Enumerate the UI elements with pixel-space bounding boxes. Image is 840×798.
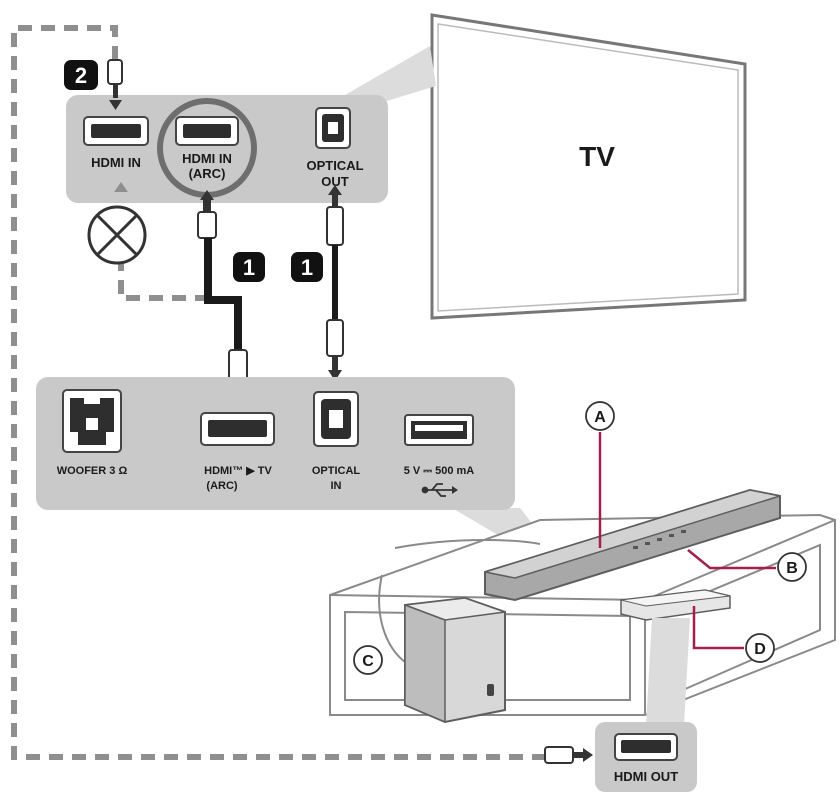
subwoofer [404, 596, 506, 724]
hdmi-out-label: HDMI OUT [614, 769, 678, 784]
svg-text:B: B [786, 560, 798, 577]
svg-text:1: 1 [243, 255, 255, 280]
hdmi-tv-label-2: (ARC) [206, 480, 237, 492]
callout-d: D [745, 633, 775, 663]
tv-hdmi-arc-label-2: (ARC) [189, 166, 226, 181]
external-device [620, 589, 731, 621]
tv-port-panel: HDMI IN HDMI IN (ARC) OPTICAL OUT [66, 95, 388, 203]
tv-hdmi-arc-port [175, 116, 239, 146]
svg-text:D: D [754, 641, 766, 658]
woofer-label: WOOFER 3 Ω [57, 465, 128, 477]
hdmi-arc-cable [197, 190, 248, 403]
tv-label: TV [579, 141, 615, 172]
svg-text:1: 1 [301, 255, 313, 280]
hdmi-plug-icon [107, 59, 123, 110]
optical-cable [326, 185, 344, 381]
soundbar-port-panel: WOOFER 3 Ω HDMI™ ▶ TV (ARC) OPTICAL IN 5… [36, 377, 515, 510]
usb-port [404, 414, 474, 446]
tv-optical-out-port [315, 107, 351, 149]
tv-optical-out-label-1: OPTICAL [306, 158, 363, 173]
soundbar-hdmi-port [200, 412, 275, 446]
step-1-badge-optical: 1 [291, 252, 323, 282]
usb-power-label: 5 V ⎓ 500 mA [404, 465, 475, 477]
tv-hdmi-in-label: HDMI IN [91, 155, 141, 170]
tv-hdmi-in-port [83, 116, 149, 146]
hdmi-out-port [614, 733, 678, 761]
svg-text:C: C [362, 653, 374, 670]
hdmi-out-panel: HDMI OUT [595, 722, 697, 792]
step-1-badge-hdmi: 1 [233, 252, 265, 282]
woofer-port [62, 389, 122, 453]
optical-in-label-2: IN [331, 480, 342, 492]
soundbar-optical-in-port [313, 391, 359, 447]
soundbar [484, 488, 781, 602]
hdmi-out-zoom-wedge [646, 618, 690, 725]
step-2-badge: 2 [64, 60, 98, 90]
tv-optical-out-label-2: OUT [321, 174, 349, 189]
tv-hdmi-arc-label-1: HDMI IN [182, 151, 232, 166]
callout-b: B [777, 552, 807, 582]
tv-screen: TV [430, 13, 747, 320]
svg-text:A: A [594, 409, 606, 426]
callout-a: A [585, 401, 615, 431]
tv-zoom-wedge [345, 46, 436, 103]
usb-icon [421, 483, 458, 497]
hdmi-out-plug-icon [544, 746, 593, 764]
callout-c: C [353, 645, 383, 675]
hdmi-tv-label-1: HDMI™ ▶ TV [204, 465, 272, 477]
optical-in-label-1: OPTICAL [312, 465, 361, 477]
callout-lines [598, 432, 776, 650]
not-allowed-icon [87, 182, 147, 265]
svg-text:2: 2 [75, 63, 87, 88]
